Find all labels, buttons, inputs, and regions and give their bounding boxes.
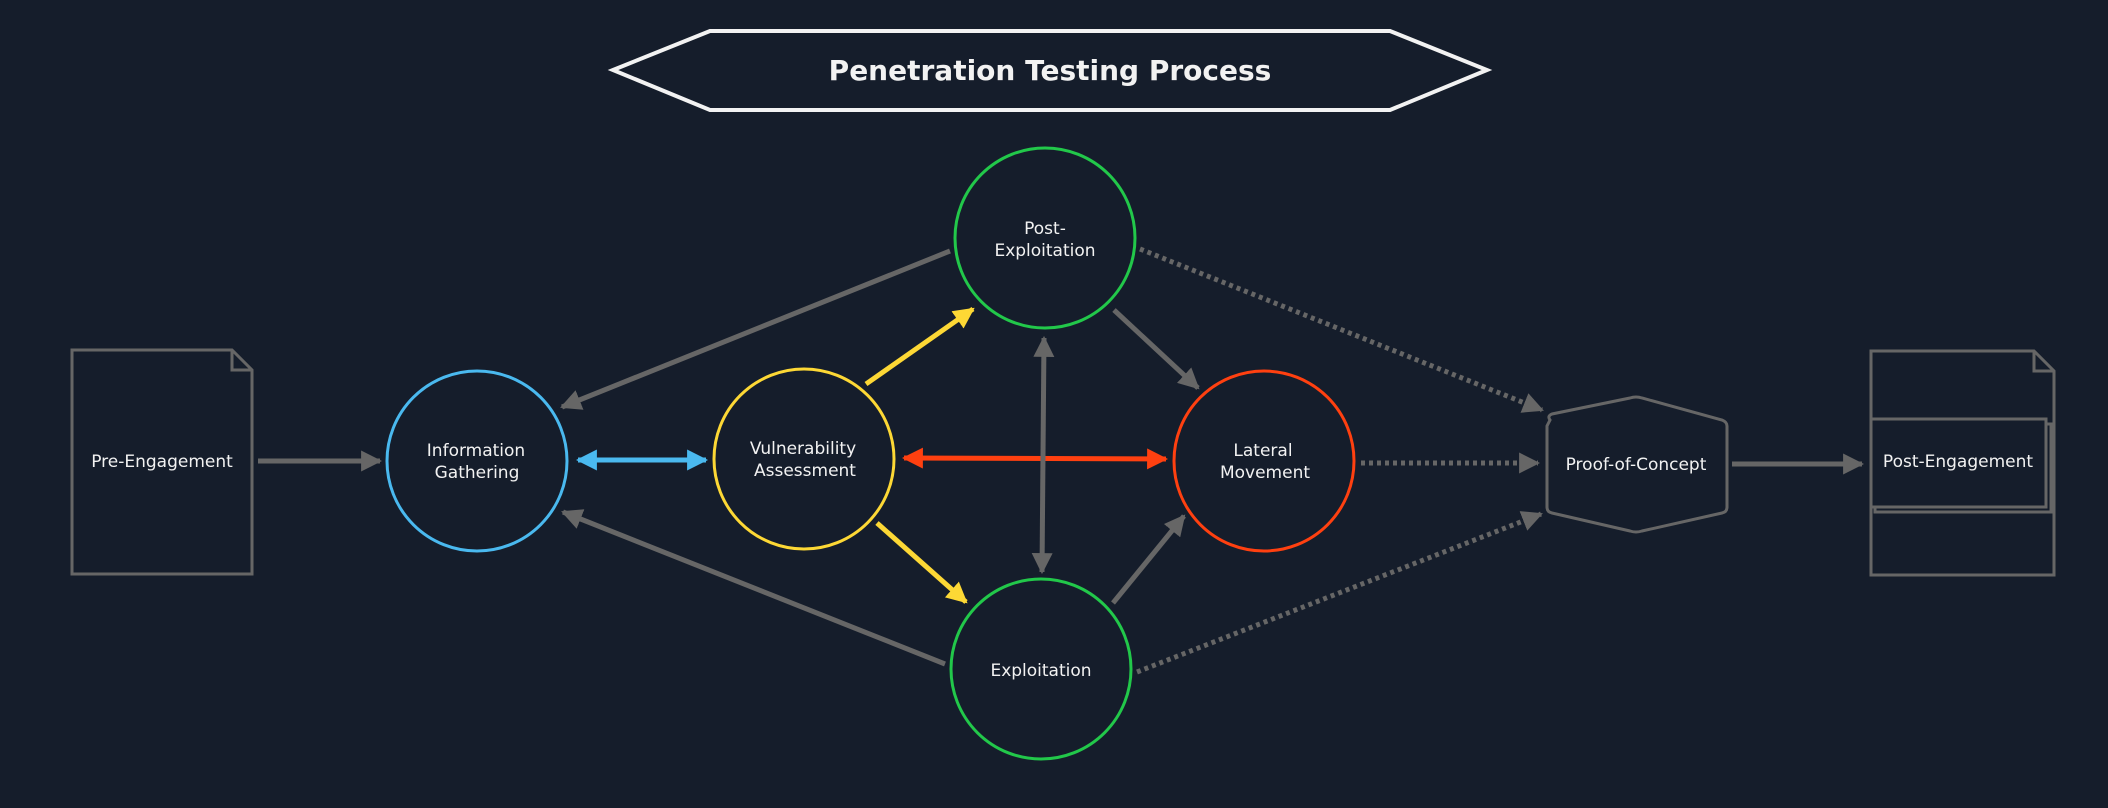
- edge-post-exploitation-to-lateral-movement: [1112, 308, 1200, 390]
- title-banner: Penetration Testing Process: [607, 29, 1493, 112]
- node-label: Proof-of-Concept: [1566, 455, 1707, 475]
- node-label-line-1: Post-: [1024, 219, 1066, 239]
- document-fold: [230, 350, 252, 372]
- node-label-line-1: Lateral: [1233, 441, 1292, 461]
- title-hexagon: [607, 29, 1493, 112]
- node-lateral-movement[interactable]: Lateral Movement: [1172, 369, 1356, 553]
- stacked-page-front: [1869, 417, 2048, 509]
- node-circle: [385, 369, 569, 553]
- diagram-title: Penetration Testing Process: [829, 54, 1272, 87]
- edge-exploitation-to-proof-of-concept: [1136, 511, 1543, 675]
- edge-vulnerability-assessment-to-exploitation: [875, 521, 968, 604]
- edge-exploitation-to-lateral-movement: [1111, 514, 1186, 605]
- document-shape: [70, 348, 254, 576]
- edge-post-exploitation-exploitation: [1031, 335, 1055, 575]
- node-label: Pre-Engagement: [91, 452, 233, 472]
- node-label-line-1: Information: [427, 441, 525, 461]
- edge-post-exploitation-to-proof-of-concept: [1139, 246, 1544, 413]
- node-circle: [1172, 369, 1356, 553]
- node-circle: [712, 367, 896, 551]
- node-proof-of-concept[interactable]: Proof-of-Concept: [1545, 395, 1729, 534]
- node-pre-engagement[interactable]: Pre-Engagement: [70, 348, 254, 576]
- node-label: Post-Engagement: [1883, 452, 2033, 472]
- node-post-engagement[interactable]: Post-Engagement: [1869, 349, 2056, 577]
- node-label-line-2: Movement: [1220, 463, 1310, 483]
- node-label: Exploitation: [990, 661, 1091, 681]
- node-information-gathering[interactable]: Information Gathering: [385, 369, 569, 553]
- node-exploitation[interactable]: Exploitation: [949, 577, 1133, 761]
- node-vulnerability-assessment[interactable]: Vulnerability Assessment: [712, 367, 896, 551]
- edges: [258, 246, 1865, 675]
- node-label-line-2: Gathering: [435, 463, 520, 483]
- node-post-exploitation[interactable]: Post- Exploitation: [953, 146, 1137, 330]
- node-label-line-2: Exploitation: [994, 241, 1095, 261]
- node-label-line-2: Assessment: [754, 461, 856, 481]
- hexagon-shape: [1545, 395, 1729, 534]
- edge-vulnerability-assessment-to-post-exploitation: [864, 306, 975, 387]
- edge-lateral-movement-vulnerability-assessment: [901, 447, 1169, 470]
- node-circle: [953, 146, 1137, 330]
- edge-exploitation-to-information-gathering: [561, 509, 946, 667]
- node-circle: [949, 577, 1133, 761]
- node-label-line-1: Vulnerability: [750, 439, 856, 459]
- edge-post-exploitation-to-information-gathering: [560, 248, 951, 410]
- document-fold: [2032, 351, 2054, 373]
